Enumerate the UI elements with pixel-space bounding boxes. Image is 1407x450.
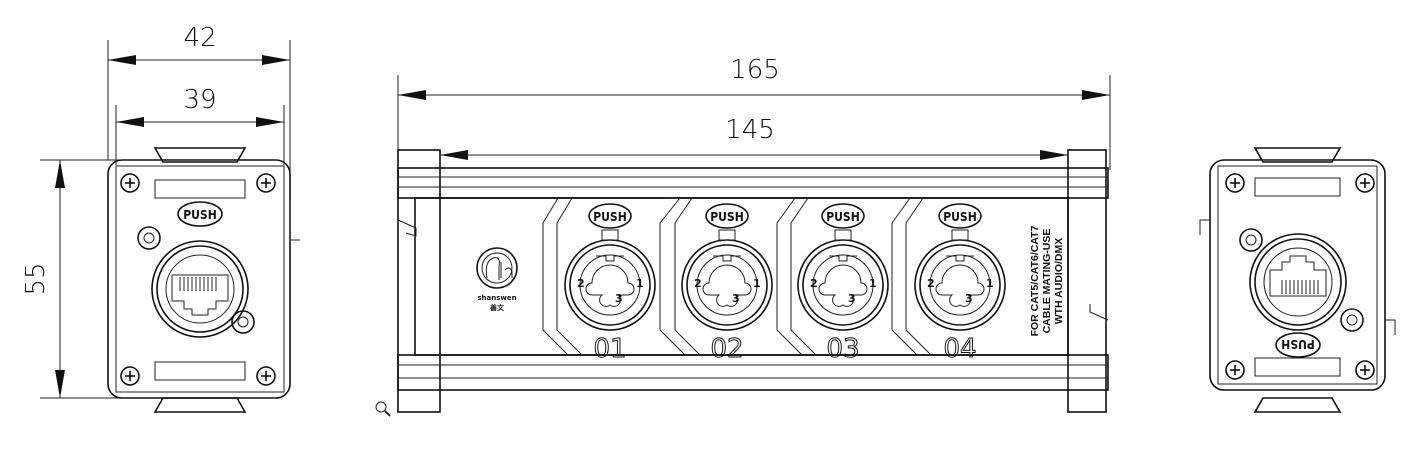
pin-2-label: 2 [927, 277, 935, 290]
pin-1-label: 1 [986, 277, 994, 290]
xlr-connector-01: PUSH 2 1 3 01 [564, 203, 656, 365]
side-text-line-3: WTH AUDIO/DMX [1053, 238, 1065, 325]
side-text: FOR CAT5/CAT6/CAT7 CABLE MATING-USE WTH … [1029, 225, 1065, 336]
pin-3-label: 3 [965, 292, 973, 305]
logo: shanswen 善文 [476, 247, 518, 312]
dimension-145: 145 [725, 115, 775, 145]
push-label: PUSH [943, 210, 977, 224]
push-label: PUSH [826, 210, 860, 224]
pin-3-label: 3 [848, 292, 856, 305]
channel-label: 01 [593, 334, 626, 364]
xlr-connector-04: PUSH 2 1 3 04 [914, 203, 1006, 365]
channel-label: 02 [710, 334, 743, 364]
left-end-view: 42 39 55 PUSH [21, 23, 300, 413]
pin-2-label: 2 [694, 277, 702, 290]
side-text-line-1: FOR CAT5/CAT6/CAT7 [1029, 225, 1041, 336]
dimension-55: 55 [21, 262, 51, 295]
dimension-42: 42 [183, 23, 216, 53]
pin-1-label: 1 [636, 277, 644, 290]
pin-1-label: 1 [753, 277, 761, 290]
pin-3-label: 3 [732, 292, 740, 305]
side-text-line-2: CABLE MATING-USE [1041, 229, 1053, 334]
channel-panels [542, 197, 932, 356]
logo-subtext: 善文 [490, 303, 505, 312]
push-label: PUSH [593, 210, 627, 224]
push-label-inverted: PUSH [1281, 337, 1315, 351]
dimension-165: 165 [730, 55, 780, 85]
pin-1-label: 1 [869, 277, 877, 290]
push-label: PUSH [710, 210, 744, 224]
dimension-39: 39 [183, 85, 216, 115]
front-view: 165 145 shanswen 善文 PUSH 2 1 3 [397, 55, 1111, 413]
rj45-connector [151, 240, 249, 338]
magnifier-icon[interactable] [375, 401, 391, 417]
channel-label: 04 [943, 334, 976, 364]
push-label: PUSH [183, 208, 217, 222]
pin-2-label: 2 [810, 277, 818, 290]
logo-text: shanswen [477, 294, 516, 302]
pin-2-label: 2 [577, 277, 585, 290]
xlr-connector-02: PUSH 2 1 3 02 [681, 203, 773, 365]
rj45-connector [1249, 233, 1347, 331]
right-end-view: PUSH [1199, 147, 1396, 413]
pin-3-label: 3 [615, 292, 623, 305]
channel-label: 03 [826, 334, 859, 364]
xlr-connector-03: PUSH 2 1 3 03 [797, 203, 889, 365]
